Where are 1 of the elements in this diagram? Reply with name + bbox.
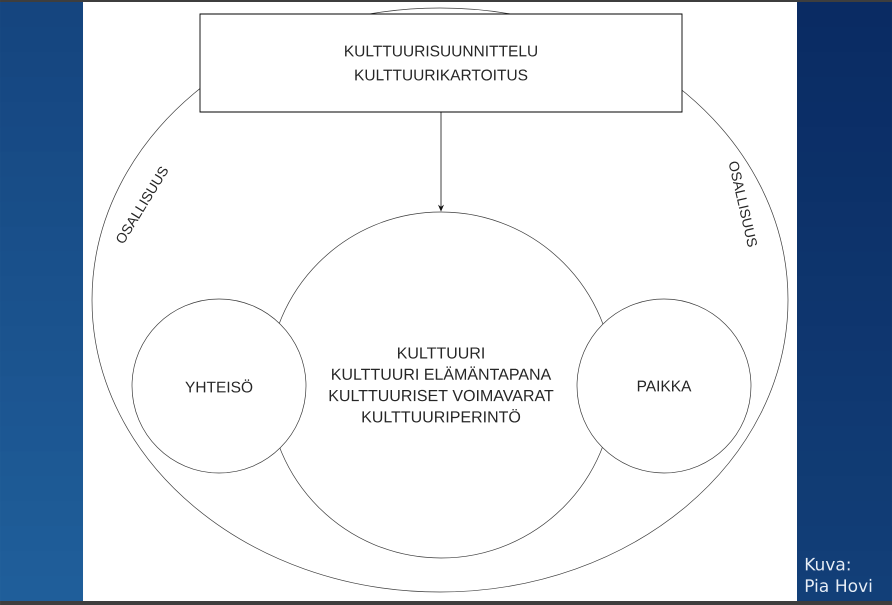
photo-credit: Kuva: Pia Hovi xyxy=(806,558,872,592)
